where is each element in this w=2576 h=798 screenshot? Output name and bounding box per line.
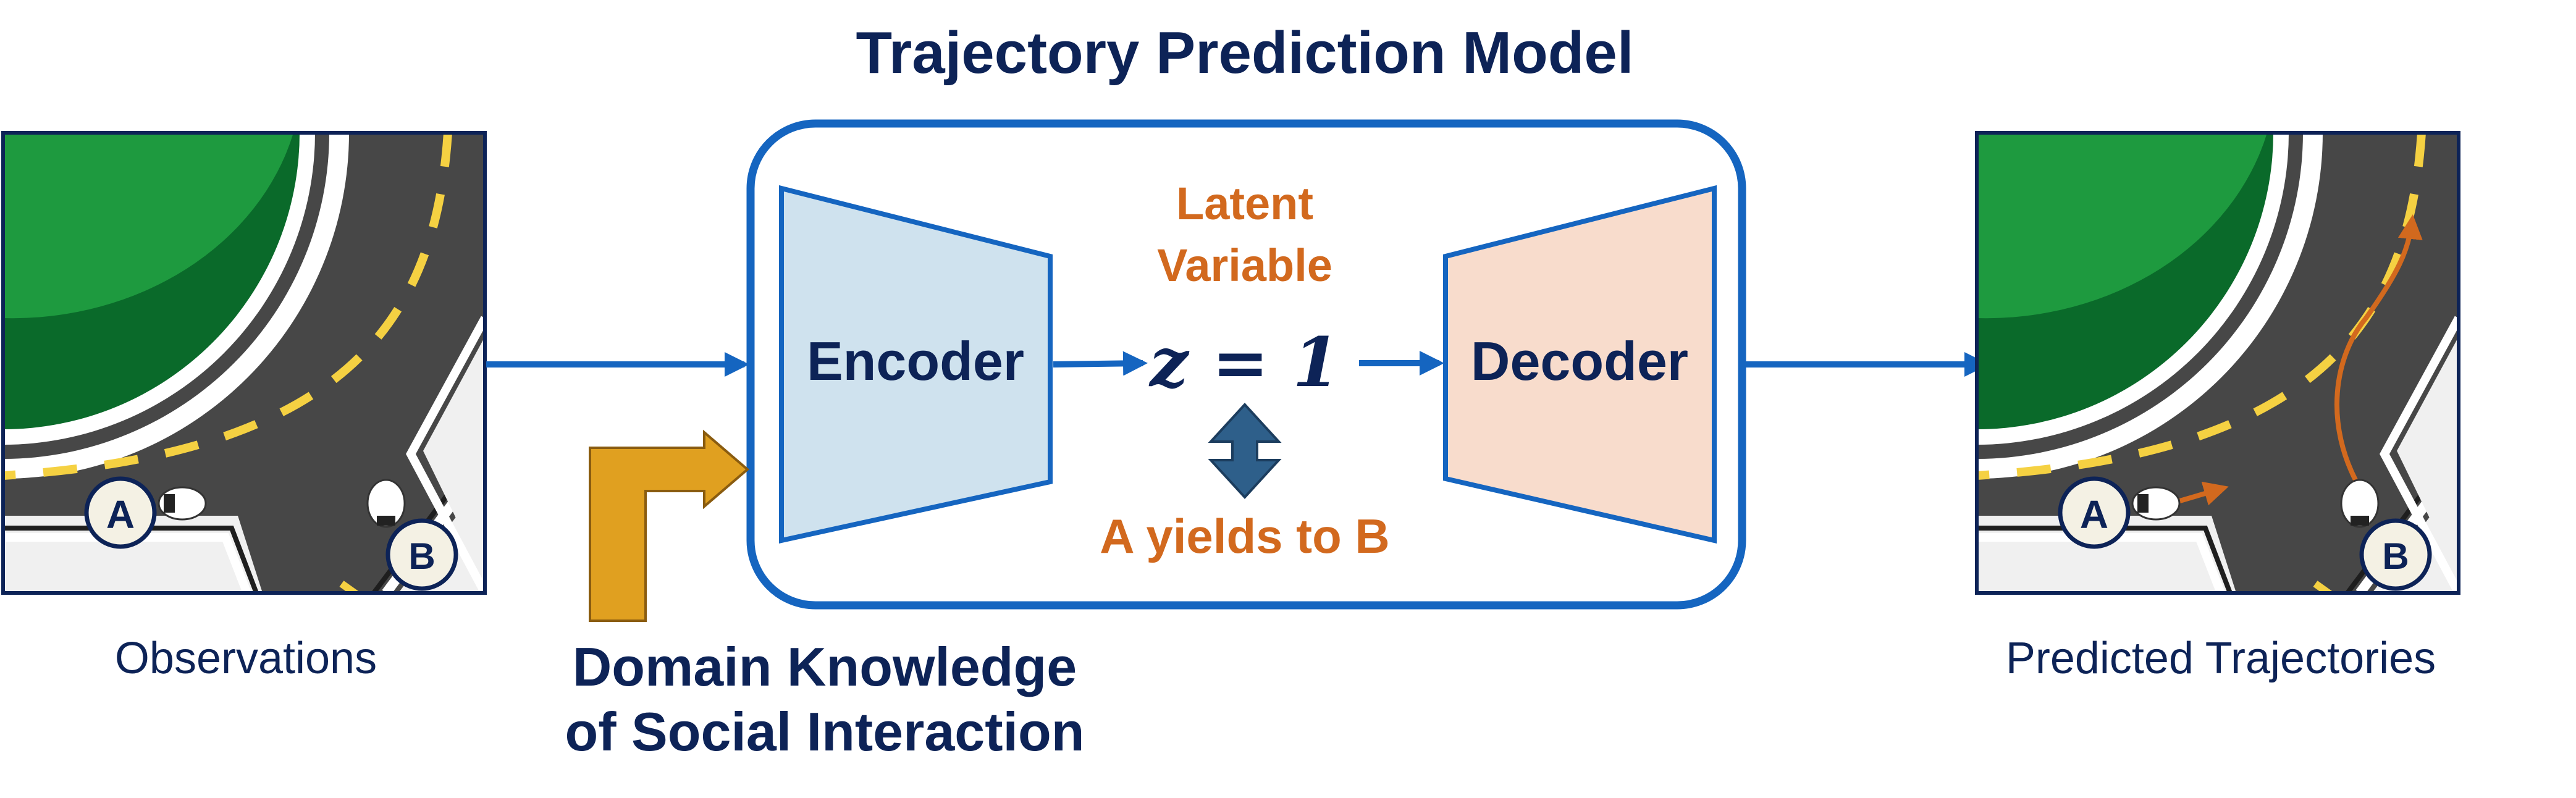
- double-arrow-icon: [1208, 403, 1282, 499]
- observations-scene: A B: [1, 131, 487, 595]
- knowledge-label-line1: Domain Knowledge: [573, 636, 1077, 697]
- agent-b-label: B: [408, 536, 435, 577]
- agent-a-label: A: [106, 492, 135, 537]
- latent-equation: z = 1: [1148, 322, 1340, 402]
- predicted-label: Predicted Trajectories: [2006, 634, 2436, 683]
- decoder-block: Decoder: [1443, 185, 1717, 544]
- trajectory-b-arrow: [2334, 214, 2423, 489]
- latent-meaning: A yields to B: [1100, 509, 1390, 563]
- observations-label: Observations: [115, 634, 377, 683]
- agent-a-label: A: [2080, 492, 2108, 537]
- knowledge-label-line2: of Social Interaction: [565, 701, 1084, 762]
- knowledge-arrow-icon: [589, 429, 750, 622]
- latent-title-line1: Latent: [1176, 178, 1313, 229]
- decoder-label: Decoder: [1471, 330, 1688, 392]
- encoder-label: Encoder: [807, 330, 1024, 392]
- vehicle-a-icon: A: [84, 476, 207, 549]
- trajectory-a-arrow: [2170, 481, 2229, 506]
- vehicle-a-icon: A: [2058, 476, 2181, 549]
- encoder-to-latent-arrow: [1053, 351, 1148, 376]
- diagram-title: Trajectory Prediction Model: [856, 20, 1634, 86]
- encoder-block: Encoder: [779, 185, 1053, 544]
- vehicle-b-icon: B: [366, 479, 458, 591]
- agent-b-label: B: [2382, 536, 2409, 577]
- predicted-scene: A B: [1975, 131, 2460, 595]
- vehicle-b-icon: B: [2340, 479, 2432, 591]
- latent-title-line2: Variable: [1157, 240, 1332, 291]
